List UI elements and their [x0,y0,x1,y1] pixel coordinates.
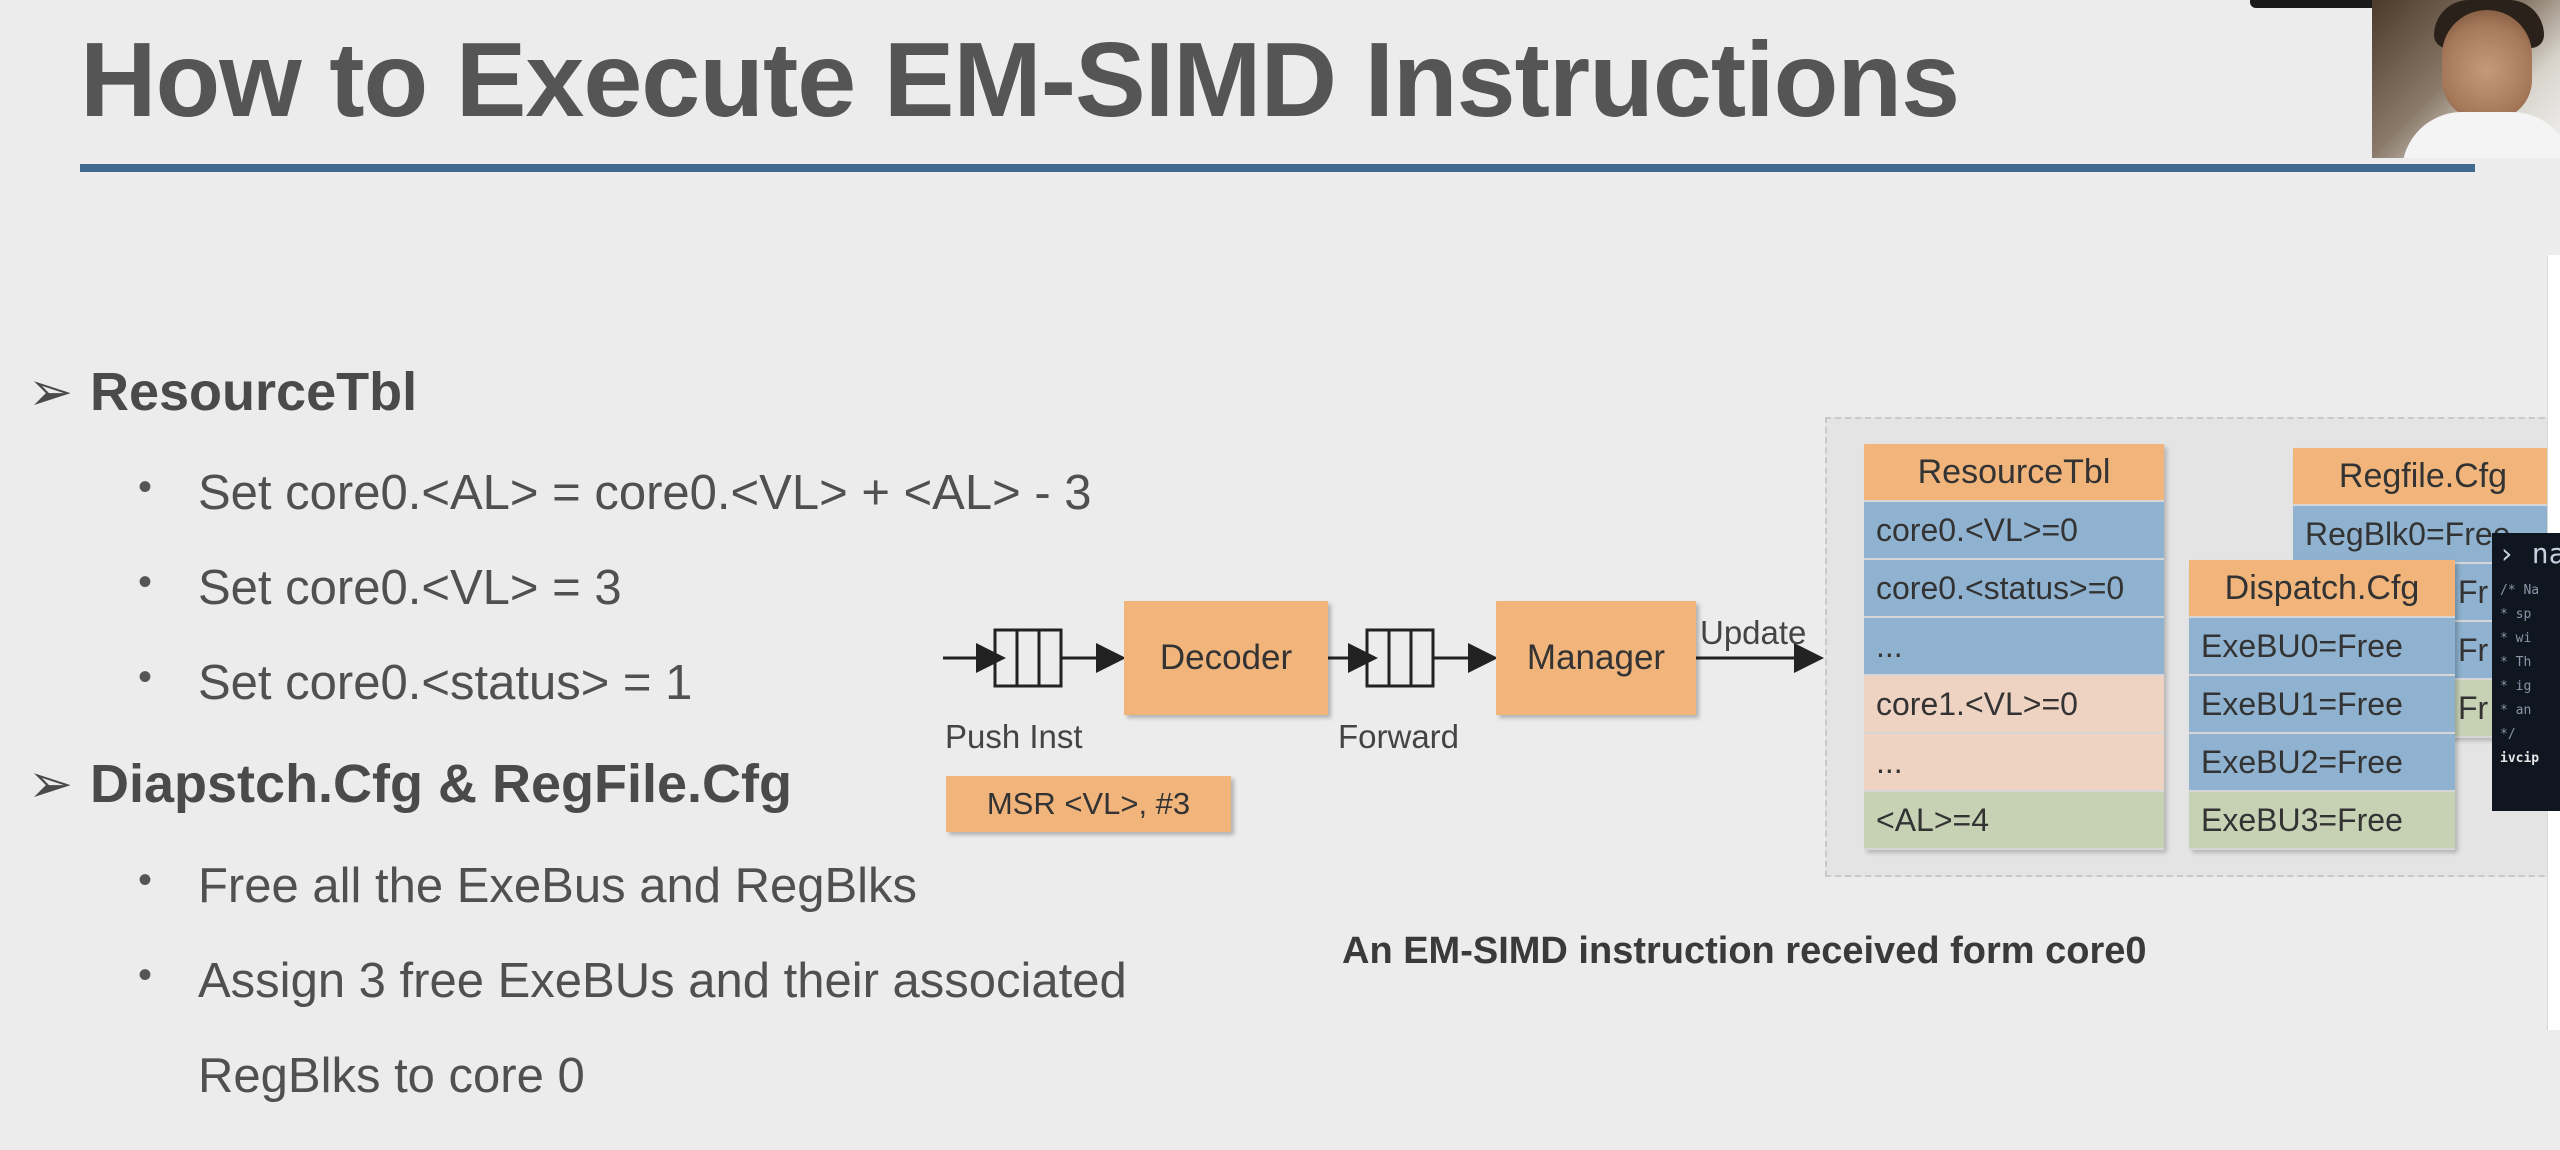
table-row: ExeBU2=Free [2189,734,2455,792]
bullet-dot-icon: • [138,465,153,509]
code-line: /* Na [2500,583,2540,598]
dispatch-table-header: Dispatch.Cfg [2189,560,2455,618]
webcam-thumbnail[interactable] [2372,0,2560,158]
bullet-dot-icon: • [138,655,153,699]
forward-queue-icon [1365,628,1435,688]
table-row: ... [1864,734,2164,792]
code-line: * Th [2500,655,2532,670]
manager-box: Manager [1496,601,1696,715]
bullet-item: •Free all the ExeBus and RegBlks [138,858,918,913]
table-row: ExeBU1=Free [2189,676,2455,734]
code-line: * an [2500,703,2532,718]
bullet-item: •Assign 3 free ExeBUs and their associat… [138,953,1127,1008]
bullet-item: •Set core0.<AL> = core0.<VL> + <AL> - 3 [138,465,1092,520]
presenter-face [2442,10,2532,120]
title-underline [80,164,2475,172]
code-line: * wi [2500,631,2532,646]
regfile-table-header: Regfile.Cfg [2293,448,2553,506]
decoder-box: Decoder [1124,601,1328,715]
code-editor-overlay[interactable]: › na /* Na * sp * wi * Th * ig * an */ i… [2492,533,2560,811]
push-inst-label: Push Inst [945,718,1083,755]
bullet-dot-icon: • [138,953,153,997]
update-label: Update [1700,614,1807,651]
section-heading-dispatch-regfile: ➢Diapstch.Cfg & RegFile.Cfg [28,754,793,814]
forward-label: Forward [1338,718,1460,755]
section-heading-resourcetbl: ➢ResourceTbl [28,362,418,422]
table-row: ... [1864,618,2164,676]
input-queue-icon [993,628,1063,688]
bullet-continuation: RegBlks to core 0 [198,1049,585,1103]
arrow-bullet-icon: ➢ [28,362,74,422]
code-line: */ [2500,727,2516,742]
table-row: core0.<status>=0 [1864,560,2164,618]
bullet-dot-icon: • [138,858,153,902]
code-line: * sp [2500,607,2532,622]
editor-prompt-text: › na [2498,537,2560,570]
slide-title: How to Execute EM-SIMD Instructions [80,21,1960,139]
arrow-bullet-icon: ➢ [28,754,74,814]
bullet-item: •Set core0.<status> = 1 [138,655,693,710]
table-row: core1.<VL>=0 [1864,676,2164,734]
table-row: ExeBU3=Free [2189,792,2455,850]
table-row: core0.<VL>=0 [1864,502,2164,560]
instruction-box: MSR <VL>, #3 [946,776,1231,832]
bullet-item: •Set core0.<VL> = 3 [138,560,622,615]
dispatch-table: Dispatch.Cfg ExeBU0=Free ExeBU1=Free Exe… [2189,560,2455,850]
resource-table: ResourceTbl core0.<VL>=0 core0.<status>=… [1864,444,2164,850]
code-line: * ig [2500,679,2532,694]
diagram-caption: An EM-SIMD instruction received form cor… [1342,930,2147,972]
resource-table-header: ResourceTbl [1864,444,2164,502]
code-line: ivcip [2500,751,2540,766]
bullet-dot-icon: • [138,560,153,604]
table-row: ExeBU0=Free [2189,618,2455,676]
table-row: <AL>=4 [1864,792,2164,850]
